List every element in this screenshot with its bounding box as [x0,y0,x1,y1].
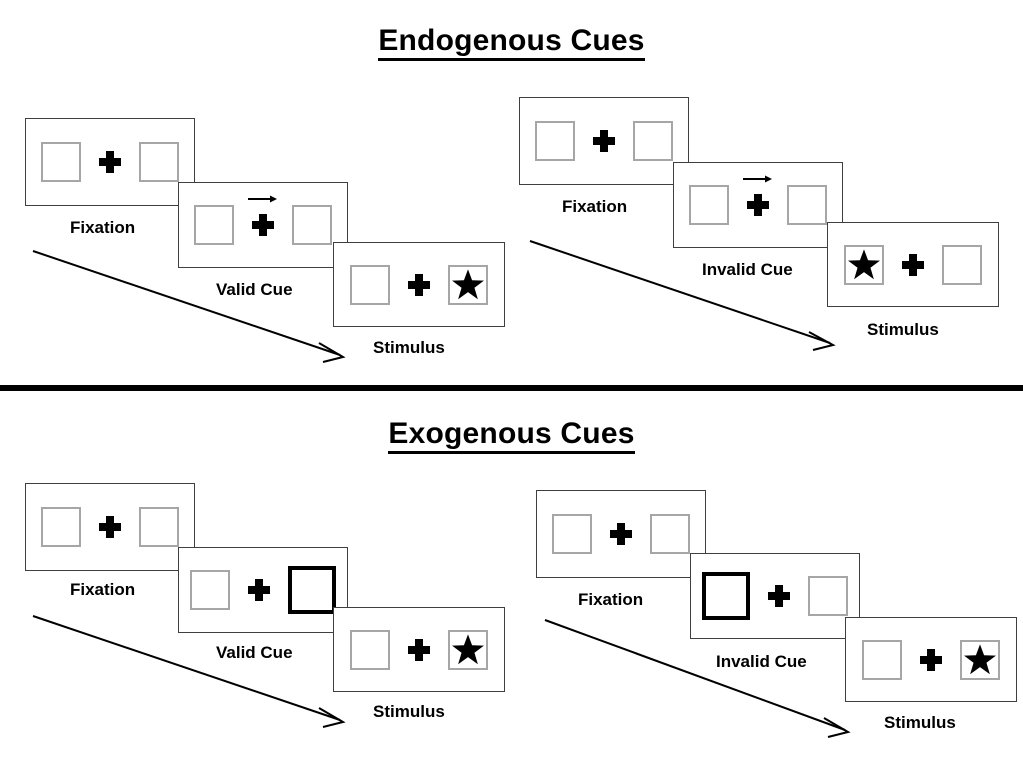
frame-endogenous-invalid-fixation [519,97,689,185]
placeholder-box-left [194,205,234,245]
frame-exogenous-valid-stimulus [333,607,505,692]
frame-content [194,195,332,245]
time-progression-arrow-icon-exogenous-invalid [544,619,851,738]
time-progression-arrow-icon-exogenous-valid [32,615,346,728]
frame-label-endogenous-invalid-cue: Invalid Cue [702,260,793,279]
plus-cross-icon [902,253,924,276]
placeholder-box-left [862,639,902,680]
frame-content [552,514,690,554]
target-box-right [448,629,488,670]
section-title-exogenous: Exogenous Cues [0,417,1023,454]
placeholder-box-left [350,629,390,670]
placeholder-box-right [139,142,179,182]
plus-cross-icon [768,585,790,607]
frame-content [350,264,488,305]
placeholder-box-left [190,570,230,610]
cued-box-right [288,566,336,614]
section-title-endogenous: Endogenous Cues [0,24,1023,61]
placeholder-box-right [942,244,982,285]
placeholder-box-left [41,142,81,182]
time-progression-arrow-icon-endogenous-invalid [529,240,836,351]
frame-content [41,507,179,547]
frame-label-exogenous-invalid-fixation: Fixation [578,590,644,609]
star-icon [452,268,484,299]
time-progression-arrow-icon-endogenous-valid [32,250,346,363]
plus-cross-icon [248,195,277,236]
frame-label-exogenous-invalid-cue: Invalid Cue [716,652,807,671]
placeholder-box-left [41,507,81,547]
placeholder-box-right [139,507,179,547]
frame-label-exogenous-valid-stimulus: Stimulus [373,702,445,721]
plus-cross-icon [610,523,632,545]
placeholder-box-left [535,121,575,161]
frame-label-exogenous-valid-fixation: Fixation [70,580,136,599]
cued-box-left [702,572,750,620]
placeholder-box-left [552,514,592,554]
star-icon [848,248,880,279]
placeholder-box-right [808,576,848,616]
arrow-right-icon [743,175,772,183]
plus-cross-icon [408,638,430,661]
frame-content [535,121,673,161]
frame-content [41,142,179,182]
frame-endogenous-valid-cue [178,182,348,268]
frame-label-endogenous-valid-cue: Valid Cue [216,280,293,299]
frame-content [689,175,827,225]
plus-cross-icon [743,175,772,216]
frame-content [844,244,982,285]
frame-endogenous-invalid-cue [673,162,843,248]
frame-exogenous-invalid-cue [690,553,860,639]
star-icon [964,643,996,674]
section-title-exogenous-text: Exogenous Cues [388,417,635,454]
placeholder-box-left [689,185,729,225]
frame-label-endogenous-invalid-fixation: Fixation [562,197,628,216]
frame-exogenous-invalid-stimulus [845,617,1017,702]
frame-label-endogenous-invalid-stimulus: Stimulus [867,320,939,339]
arrow-right-icon [248,195,277,203]
frame-label-exogenous-valid-cue: Valid Cue [216,643,293,662]
section-title-endogenous-text: Endogenous Cues [378,24,645,61]
plus-cross-icon [248,579,270,601]
frame-content [350,629,488,670]
frame-label-endogenous-valid-stimulus: Stimulus [373,338,445,357]
frame-content [702,572,848,620]
placeholder-box-left [350,264,390,305]
frame-label-exogenous-invalid-stimulus: Stimulus [884,713,956,732]
placeholder-box-right [292,205,332,245]
plus-cross-icon [408,273,430,296]
frame-label-endogenous-valid-fixation: Fixation [70,218,136,237]
plus-cross-icon [593,130,615,152]
target-box-right [960,639,1000,680]
plus-cross-icon [920,648,942,671]
placeholder-box-right [787,185,827,225]
target-box-right [448,264,488,305]
frame-exogenous-invalid-fixation [536,490,706,578]
target-box-left [844,244,884,285]
plus-cross-icon [99,516,121,538]
placeholder-box-right [650,514,690,554]
frame-content [190,566,336,614]
section-divider [0,385,1023,391]
frame-endogenous-valid-fixation [25,118,195,206]
placeholder-box-right [633,121,673,161]
frame-exogenous-valid-cue [178,547,348,633]
frame-endogenous-valid-stimulus [333,242,505,327]
plus-cross-icon [99,151,121,173]
frame-content [862,639,1000,680]
star-icon [452,633,484,664]
frame-exogenous-valid-fixation [25,483,195,571]
frame-endogenous-invalid-stimulus [827,222,999,307]
